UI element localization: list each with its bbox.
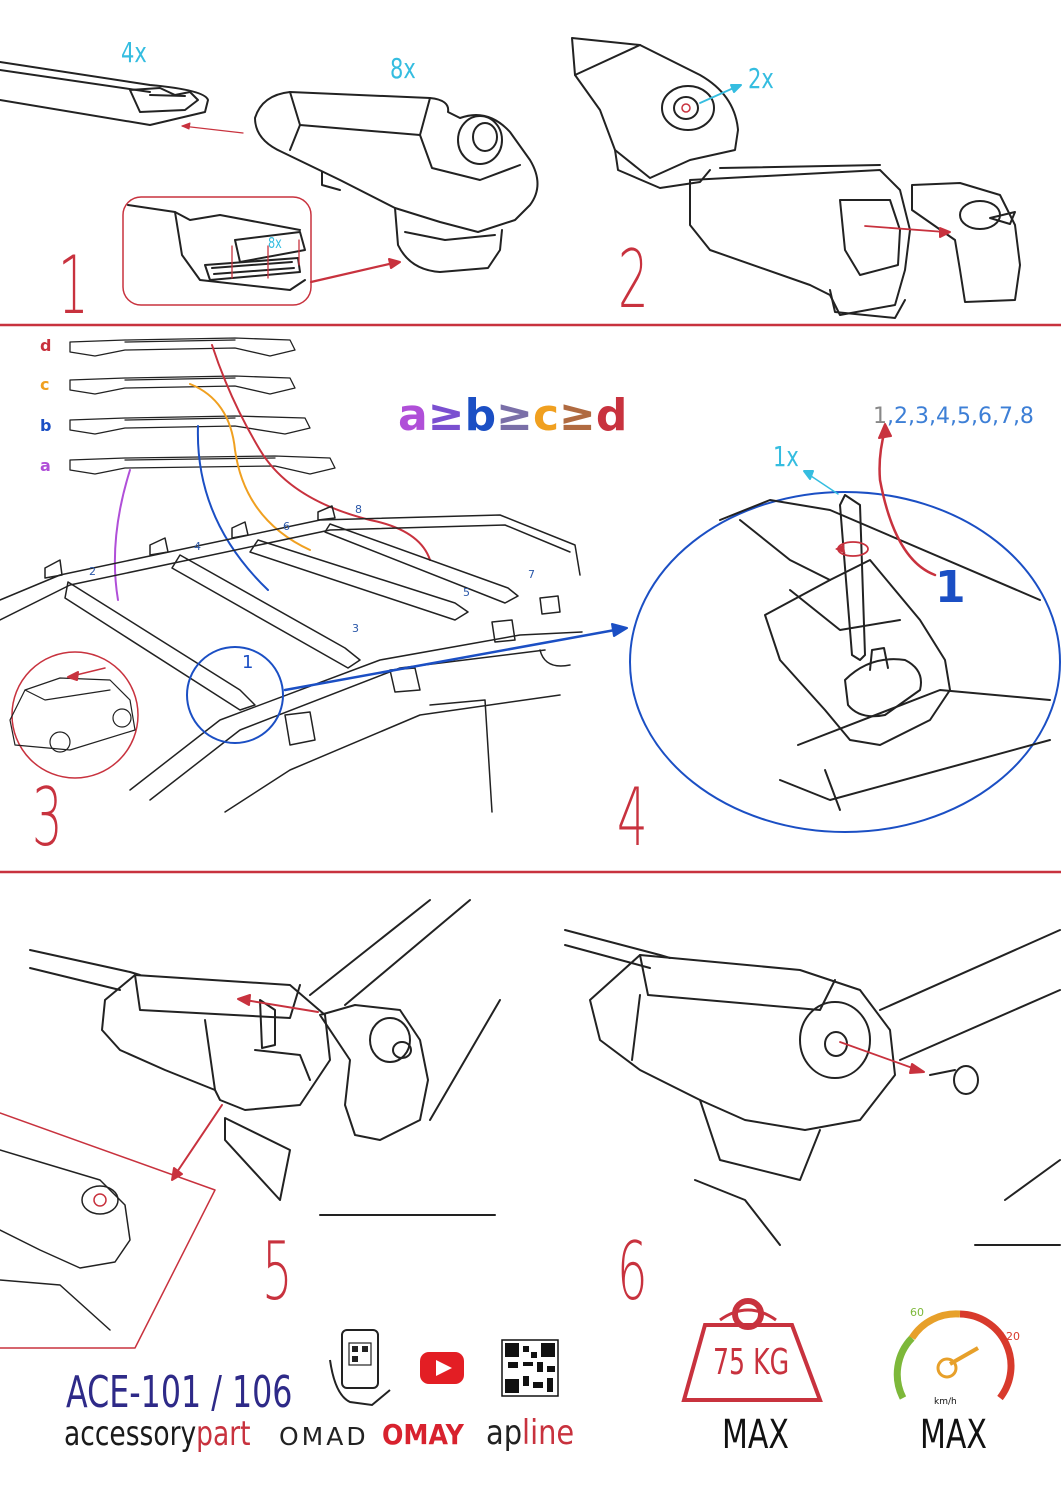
phone-qr-icon	[329, 1329, 391, 1407]
detail-callout-number: 1	[935, 562, 966, 613]
row-label-d: d	[40, 336, 52, 355]
step-1-number: 1	[58, 239, 89, 332]
car-roof-drawing	[0, 505, 583, 813]
foot-number-5: 5	[463, 586, 470, 599]
speed-tick-60: 60	[910, 1306, 924, 1319]
row-label-c: c	[40, 375, 50, 394]
keys-count: 2x	[748, 62, 774, 95]
end-cap-inset	[0, 1149, 131, 1331]
step-3-number: 3	[32, 771, 63, 864]
crossbar-drawing	[0, 61, 209, 126]
brand-accessorypart: accessorypart	[64, 1414, 251, 1454]
pads-count: 8x	[268, 234, 282, 252]
foot-number-6: 6	[283, 520, 290, 533]
end-cap-install-drawing	[29, 899, 501, 1216]
youtube-icon	[420, 1352, 464, 1384]
qr-code-icon	[501, 1339, 559, 1397]
foot-number-3: 3	[352, 622, 359, 635]
model-number: ACE-101 / 106	[66, 1367, 293, 1418]
bar-stack	[69, 337, 336, 475]
lock-key-drawing	[564, 929, 1061, 1246]
step-2-number: 2	[618, 233, 649, 326]
length-inequality: a≥b≥c≥d	[398, 390, 628, 441]
speed-tick-120: 120	[999, 1330, 1020, 1343]
car-inset	[9, 677, 136, 753]
foot-number-7: 7	[528, 568, 535, 581]
step-4-number: 4	[617, 771, 648, 864]
foot-number-8: 8	[355, 503, 362, 516]
max-load-label: MAX	[722, 1412, 789, 1458]
foot-number-2: 2	[89, 565, 96, 578]
max-speed-label: MAX	[920, 1412, 987, 1458]
row-label-a: a	[40, 456, 51, 475]
max-load-value: 75 KG	[713, 1342, 790, 1383]
foot-number-4: 4	[194, 540, 201, 553]
bars-count: 4x	[121, 36, 147, 69]
rubber-pad-inset	[127, 204, 306, 291]
foot-number-1: 1	[242, 652, 254, 673]
foot-drawing	[254, 91, 539, 273]
brand-omad: OMAD	[279, 1422, 369, 1451]
tool-count: 1x	[773, 440, 799, 473]
feet-count: 8x	[390, 52, 416, 85]
row-label-b: b	[40, 416, 52, 435]
brand-apline: apline	[486, 1413, 575, 1453]
tighten-order: 1,2,3,4,5,6,7,8	[873, 404, 1034, 429]
step-6-number: 6	[617, 1225, 648, 1318]
step-5-number: 5	[262, 1225, 293, 1318]
speedometer-icon	[893, 1310, 1015, 1401]
speed-unit: km/h	[934, 1397, 957, 1407]
brand-omay: OMAY	[382, 1418, 464, 1451]
weight-icon	[681, 1298, 823, 1402]
foot-detail-drawing	[719, 494, 1051, 811]
